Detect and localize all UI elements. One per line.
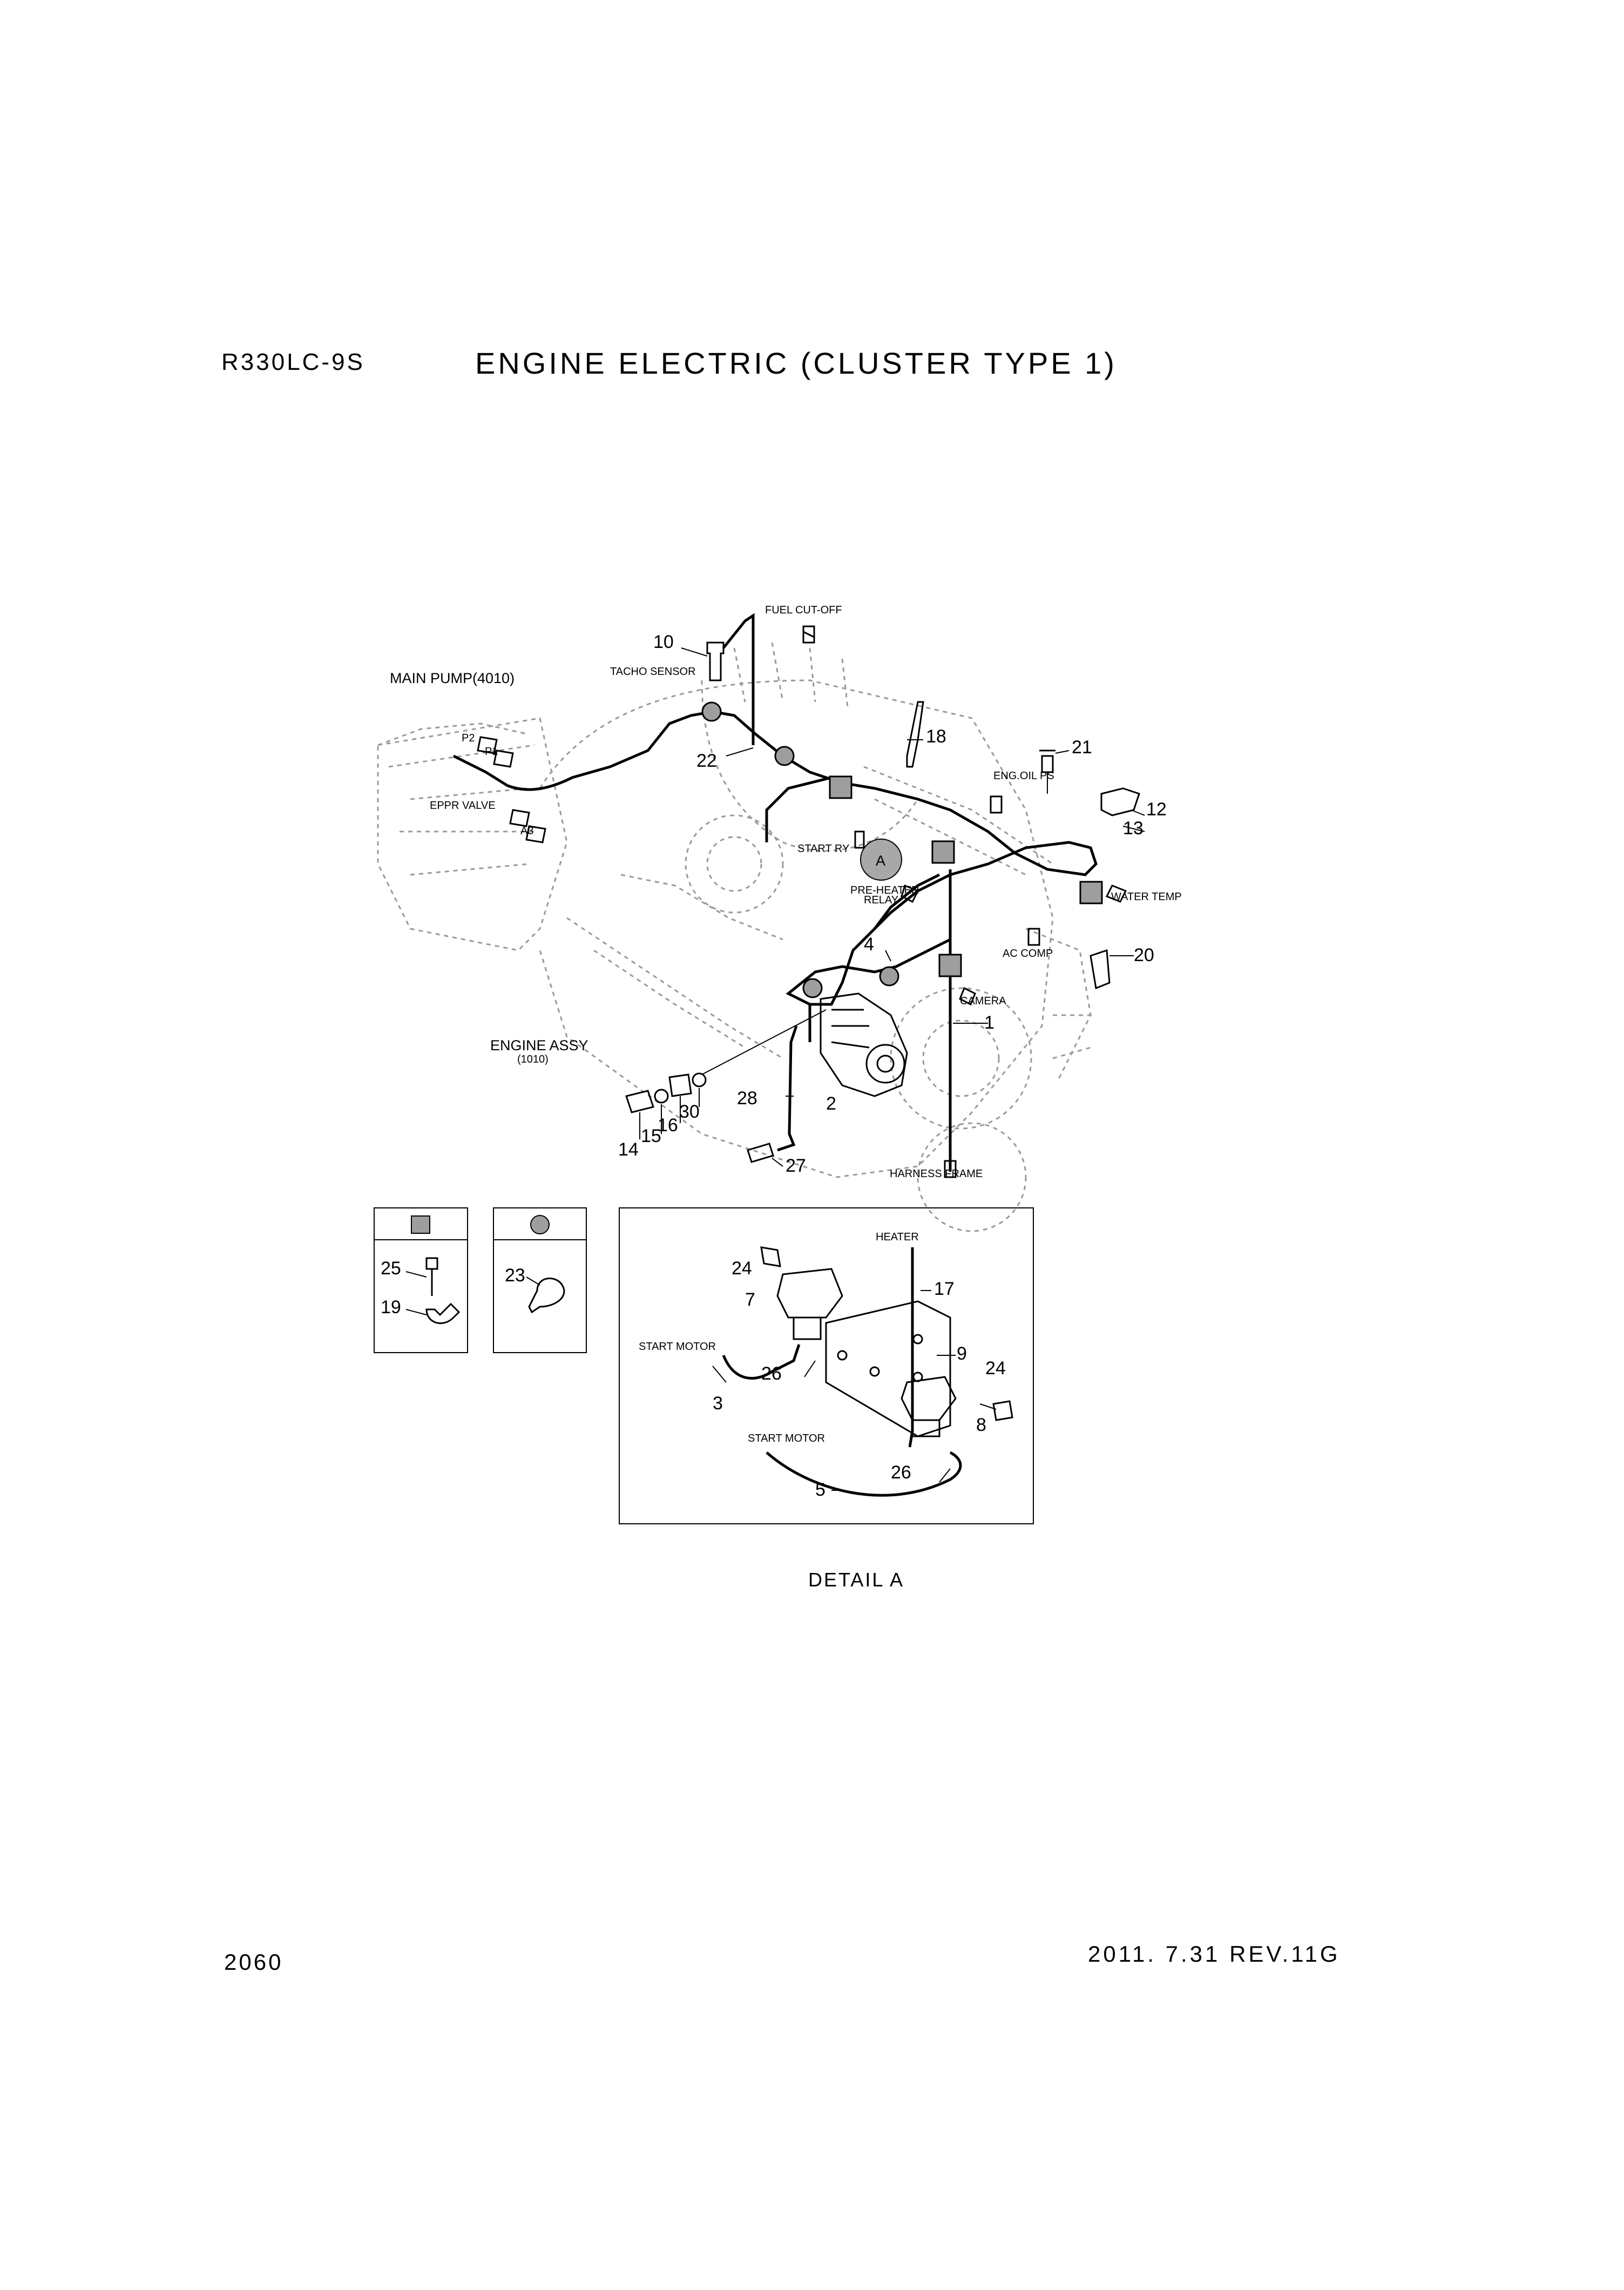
label-start-motor-2: START MOTOR (748, 1433, 825, 1444)
detail-a-marker (860, 839, 902, 881)
label-fuel-cut-off: FUEL CUT-OFF (765, 604, 842, 616)
legend-circle-box (493, 1207, 587, 1353)
callout-22: 22 (696, 751, 717, 771)
label-engine-assy-code: (1010) (517, 1053, 549, 1065)
label-eppr-valve: EPPR VALVE (430, 800, 496, 812)
page-title: ENGINE ELECTRIC (CLUSTER TYPE 1) (475, 346, 1117, 380)
callout-19: 19 (381, 1297, 401, 1318)
callout-5: 5 (815, 1480, 825, 1500)
callout-7: 7 (745, 1289, 755, 1310)
callout-25: 25 (381, 1258, 401, 1279)
callout-3: 3 (713, 1393, 723, 1414)
connector-flags (802, 625, 1127, 1178)
page-number: 2060 (224, 1949, 283, 1975)
callout-28: 28 (737, 1088, 757, 1109)
label-a3: A3 (520, 825, 533, 837)
label-start-motor-1: START MOTOR (639, 1341, 716, 1353)
circle-markers (701, 701, 899, 998)
callout-12: 12 (1146, 799, 1167, 820)
callout-30: 30 (679, 1102, 700, 1122)
label-eng-oil-ps: ENG.OIL PS (993, 770, 1054, 782)
diagram-labels: FUEL CUT-OFF TACHO SENSOR MAIN PUMP(4010… (390, 604, 1182, 1444)
leader-lines (639, 647, 1145, 1167)
main-harness (452, 710, 1098, 1172)
detail-a-caption: DETAIL A (808, 1569, 905, 1591)
callout-26b: 26 (891, 1462, 911, 1483)
label-engine-assy: ENGINE ASSY (490, 1037, 588, 1053)
alternator (820, 992, 908, 1097)
revision-date: 2011. 7.31 REV.11G (1088, 1941, 1341, 1967)
label-relay: RELAY (864, 894, 898, 906)
engine-assembly-outline (377, 642, 1096, 1232)
callout-21: 21 (1072, 737, 1092, 758)
model-number: R330LC-9S (221, 349, 365, 375)
callout-24b: 24 (985, 1358, 1006, 1379)
detail-a-box (619, 1207, 1034, 1524)
label-camera: CAMERA (960, 995, 1006, 1007)
callout-27: 27 (786, 1156, 806, 1176)
legend-square-box (374, 1207, 468, 1353)
label-tacho-sensor: TACHO SENSOR (610, 666, 696, 678)
label-p1: P1 (485, 746, 498, 758)
sensor-parts (625, 701, 1140, 1163)
callout-numbers: 10 22 18 21 12 13 20 4 1 2 28 30 16 15 1… (381, 632, 1167, 1500)
callout-2: 2 (826, 1093, 836, 1114)
callout-18: 18 (926, 726, 946, 747)
callout-15: 15 (641, 1126, 661, 1146)
main-pump (377, 722, 546, 843)
callout-10: 10 (653, 632, 674, 652)
callout-9: 9 (957, 1343, 967, 1364)
label-harness-frame: HARNESS FRAME (890, 1168, 983, 1180)
callout-24a: 24 (732, 1258, 752, 1279)
callout-26a: 26 (761, 1363, 782, 1384)
callout-20: 20 (1134, 945, 1154, 965)
callout-1: 1 (984, 1012, 994, 1033)
callout-4: 4 (864, 934, 874, 955)
callout-23: 23 (505, 1265, 525, 1286)
callout-17: 17 (934, 1279, 955, 1299)
label-water-temp: WATER TEMP (1111, 891, 1182, 903)
label-heater: HEATER (876, 1231, 919, 1243)
callout-16: 16 (658, 1115, 678, 1136)
callout-13: 13 (1123, 818, 1143, 839)
tacho-sensor (706, 613, 755, 745)
label-main-pump: MAIN PUMP(4010) (390, 670, 515, 686)
callout-14: 14 (618, 1139, 639, 1160)
label-pre-heater: PRE-HEATER (850, 884, 919, 896)
callout-8: 8 (976, 1415, 986, 1435)
square-markers (829, 775, 1103, 977)
label-p2: P2 (462, 732, 475, 744)
label-ac-comp: AC COMP (1003, 948, 1053, 960)
label-detail-marker: A (876, 853, 885, 869)
label-start-ry: START RY (797, 843, 849, 855)
